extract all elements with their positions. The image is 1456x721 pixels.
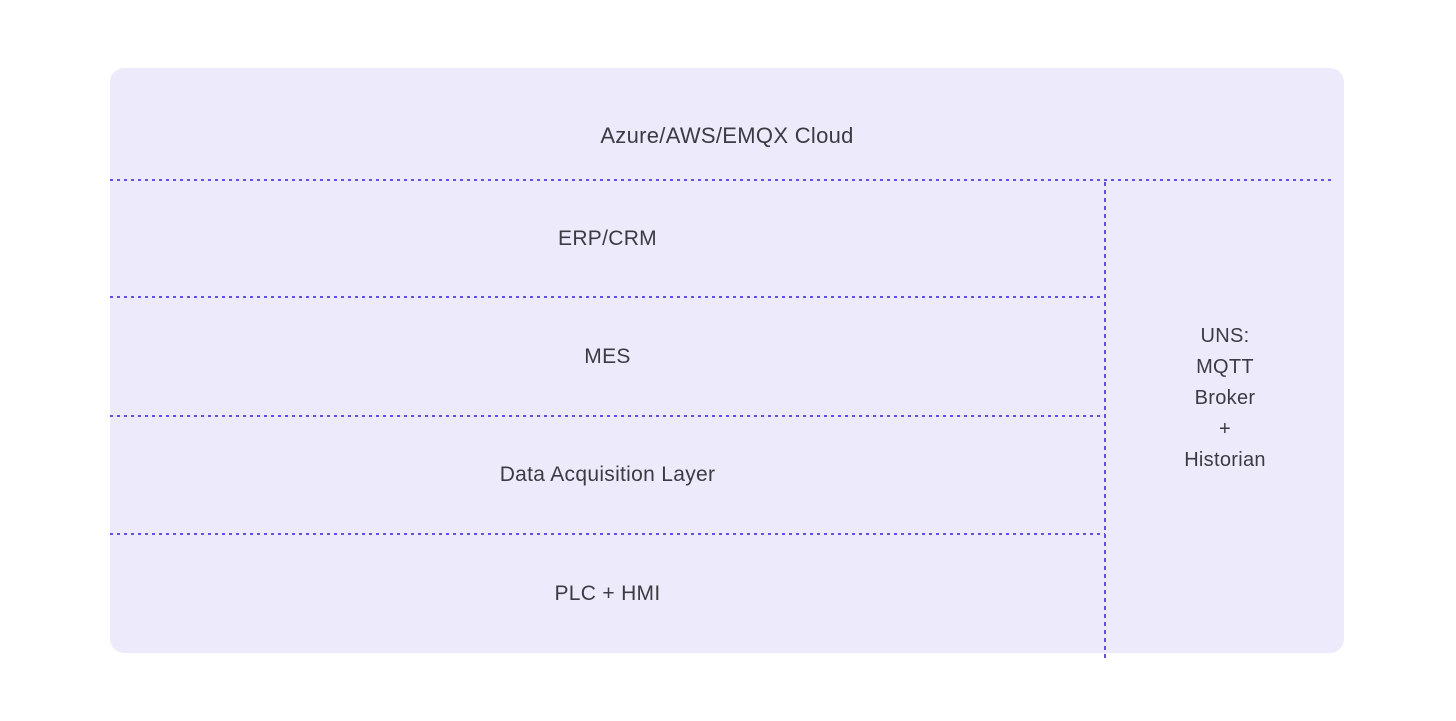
layer-data-acquisition-label: Data Acquisition Layer	[499, 463, 716, 486]
layer-cloud: Azure/AWS/EMQX Cloud	[110, 68, 1344, 180]
dashed-separator-vertical	[1104, 182, 1106, 659]
uns-line: MQTT	[1196, 356, 1254, 378]
layer-data-acquisition: Data Acquisition Layer	[110, 416, 1105, 534]
dashed-separator-cloud	[110, 179, 1335, 181]
uns-line: +	[1219, 418, 1231, 440]
layer-cloud-label: Azure/AWS/EMQX Cloud	[600, 123, 854, 148]
uns-line: Historian	[1184, 449, 1266, 471]
dashed-separator-mes-daq	[110, 415, 1105, 417]
dashed-separator-daq-plc	[110, 533, 1105, 535]
dashed-separator-erp-mes	[110, 296, 1105, 298]
layer-mes-label: MES	[584, 344, 631, 368]
architecture-panel: Azure/AWS/EMQX Cloud ERP/CRM MES Data Ac…	[110, 68, 1344, 659]
layer-mes: MES	[110, 297, 1105, 416]
layer-erp-crm-label: ERP/CRM	[558, 226, 657, 250]
uns-broker-panel: UNS: MQTT Broker + Historian	[1106, 180, 1344, 653]
uns-line: UNS:	[1200, 325, 1250, 347]
layer-erp-crm: ERP/CRM	[110, 180, 1105, 297]
layer-plc-hmi-label: PLC + HMI	[554, 581, 661, 605]
uns-line: Broker	[1194, 387, 1256, 409]
layer-plc-hmi: PLC + HMI	[110, 534, 1105, 653]
